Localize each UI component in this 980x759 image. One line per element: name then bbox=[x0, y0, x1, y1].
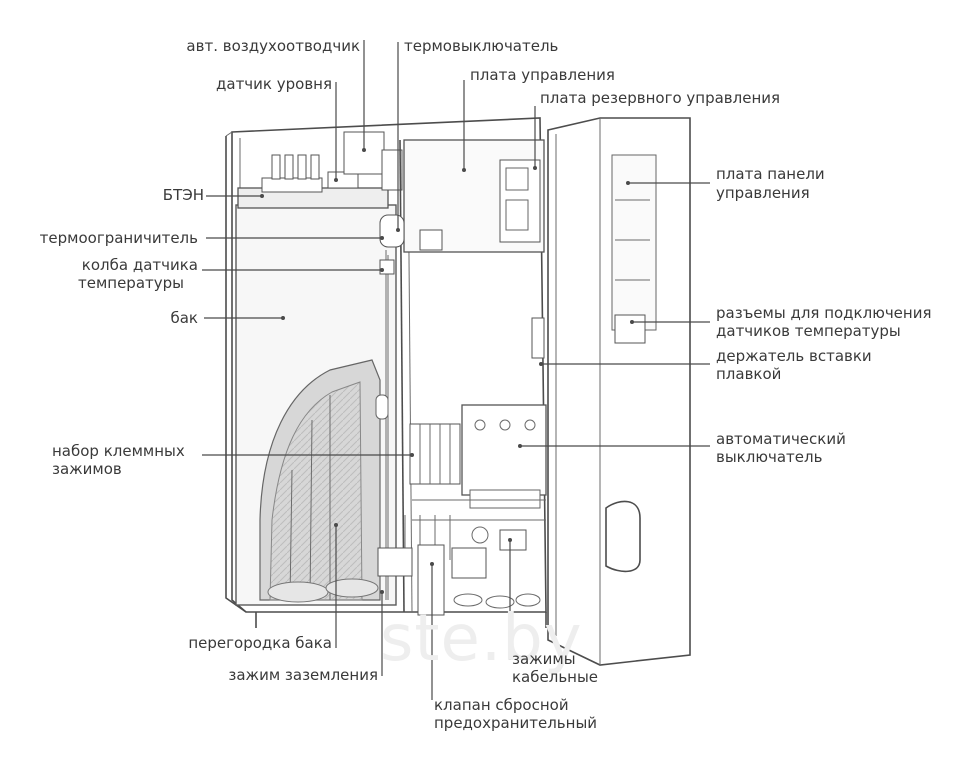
label-temp-connectors-line2: датчиков температуры bbox=[716, 322, 901, 340]
label-level-sensor: датчик уровня bbox=[216, 75, 332, 93]
label-ground-clamp: зажим заземления bbox=[228, 666, 378, 684]
label-control-panel-board-line2: управления bbox=[716, 184, 810, 202]
label-relief-valve-line1: клапан сбросной bbox=[434, 696, 569, 714]
watermark: ste.by bbox=[380, 602, 583, 676]
label-terminal-set-line2: зажимов bbox=[52, 460, 122, 478]
heater-block bbox=[237, 131, 403, 209]
terminals-breaker bbox=[409, 404, 547, 521]
label-terminal-set-line1: набор клеммных bbox=[52, 442, 185, 460]
label-temp-bulb-line1: колба датчика bbox=[81, 256, 198, 274]
label-tank-partition: перегородка бака bbox=[188, 634, 332, 652]
leader-lines bbox=[202, 40, 710, 700]
label-circuit-breaker-line2: выключатель bbox=[716, 448, 823, 466]
label-cable-clamps-line1: зажимы bbox=[512, 650, 576, 668]
label-control-panel-board-line1: плата панели bbox=[716, 165, 825, 183]
label-thermal-limiter: термоограничитель bbox=[39, 229, 198, 247]
label-tank: бак bbox=[170, 309, 198, 327]
tank-shape bbox=[235, 204, 397, 606]
label-cable-clamps-line2: кабельные bbox=[512, 668, 599, 686]
label-circuit-breaker-line1: автоматический bbox=[716, 430, 846, 448]
label-heater: БТЭН bbox=[162, 186, 204, 204]
label-thermal-switch: термовыключатель bbox=[404, 37, 559, 55]
label-backup-board: плата резервного управления bbox=[540, 89, 781, 107]
bottom-fittings bbox=[255, 515, 547, 628]
label-control-board: плата управления bbox=[470, 66, 615, 84]
label-temp-connectors-line1: разъемы для подключения bbox=[716, 304, 932, 322]
label-fuse-holder-line2: плавкой bbox=[716, 365, 782, 383]
label-air-vent: авт. воздухоотводчик bbox=[186, 37, 360, 55]
label-temp-bulb-line2: температуры bbox=[77, 274, 184, 292]
boiler-door bbox=[531, 117, 691, 666]
label-fuse-holder-line1: держатель вставки bbox=[716, 347, 872, 365]
label-relief-valve-line2: предохранительный bbox=[434, 714, 598, 732]
